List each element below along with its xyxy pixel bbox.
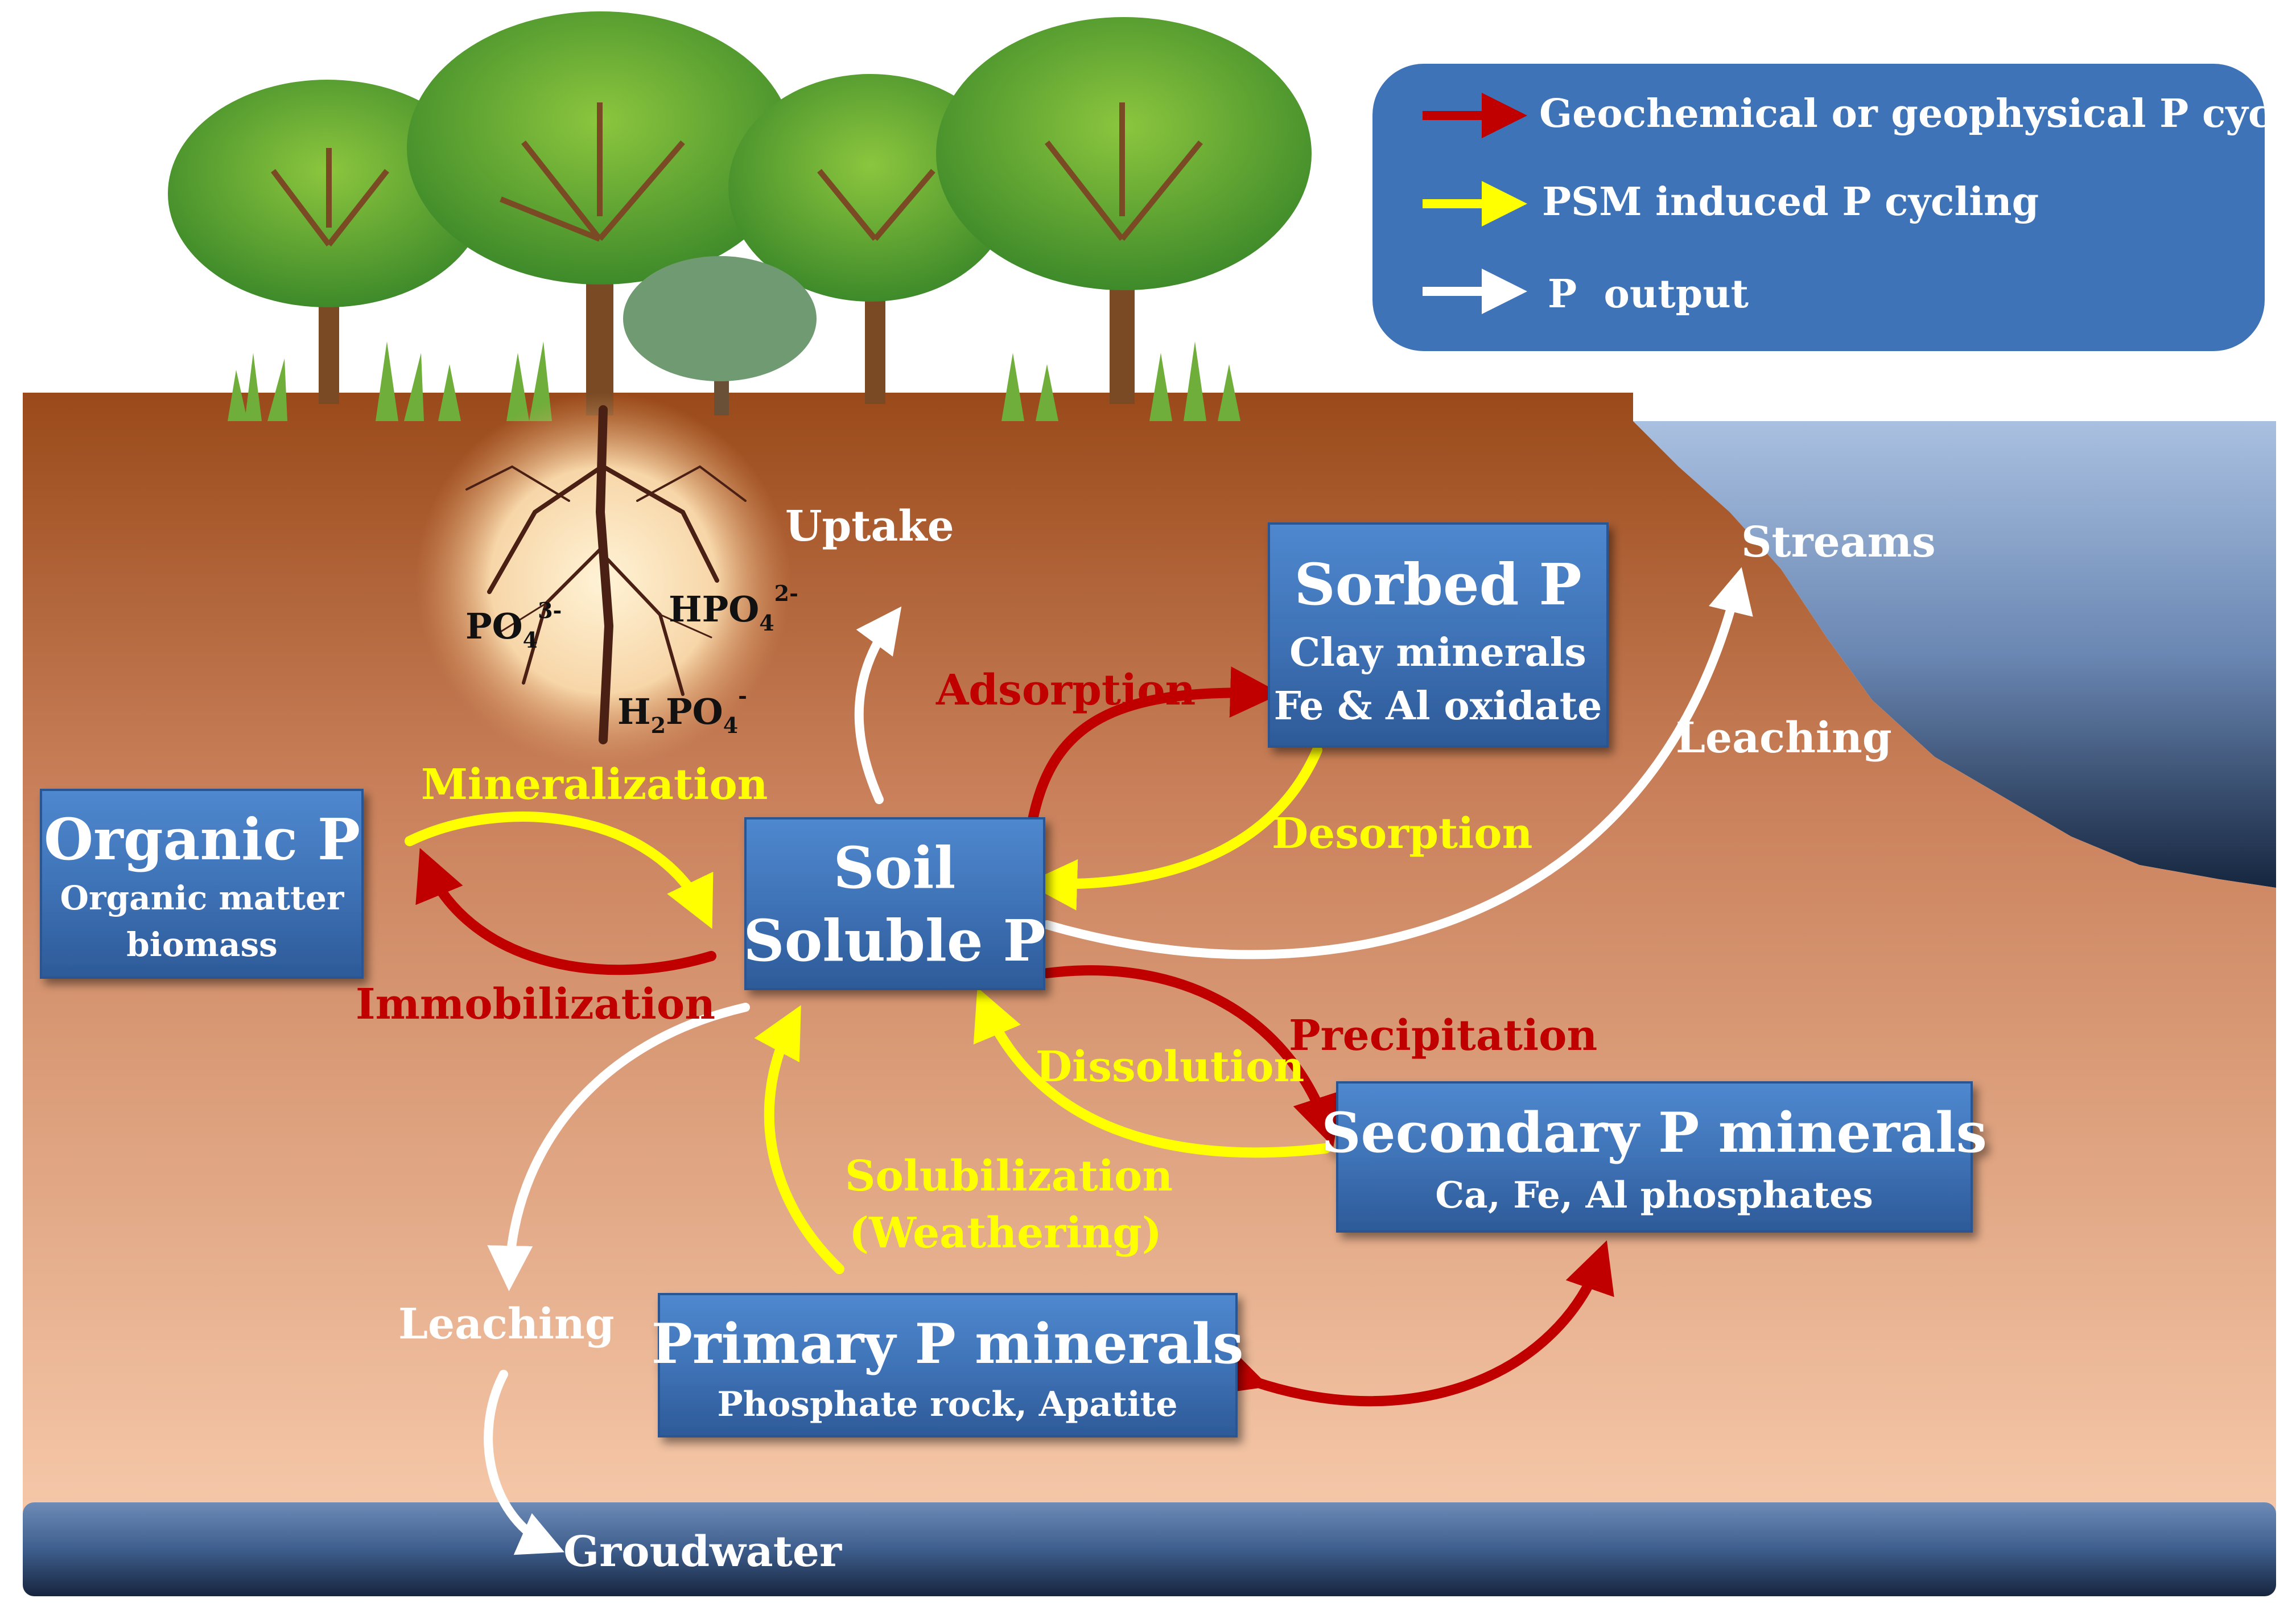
- roots: [465, 405, 747, 744]
- label-streams: Streams: [1741, 518, 1936, 567]
- sorbed-p-line1: Clay minerals: [1289, 630, 1586, 675]
- label-adsorption: Adsorption: [935, 666, 1196, 715]
- sorbed-p-line2: Fe & Al oxidate: [1274, 683, 1602, 729]
- legend-label-geochemical: Geochemical or geophysical P cycling: [1539, 91, 2296, 137]
- organic-p-line2: biomass: [126, 925, 278, 964]
- label-immobilization: Immobilization: [356, 980, 715, 1029]
- legend-panel: [1372, 64, 2265, 351]
- ion-po4: PO43-: [465, 598, 562, 653]
- ion-h2po4: H2PO4-: [617, 683, 747, 738]
- organic-p-line1: Organic matter: [60, 879, 345, 917]
- soluble-p-title2: Soluble P: [743, 907, 1045, 974]
- arrow-adsorption: [1028, 666, 1281, 825]
- box-organic-p: Organic P Organic matter biomass: [40, 789, 364, 979]
- arrow-precipitation: [1042, 965, 1342, 1147]
- label-uptake: Uptake: [785, 502, 954, 551]
- box-primary-p-minerals: Primary P minerals Phosphate rock, Apati…: [652, 1293, 1244, 1437]
- arrows: [405, 567, 1753, 1555]
- label-desorption: Desorption: [1272, 809, 1532, 858]
- arrow-desorption: [1026, 745, 1322, 911]
- box-soil-soluble-p: Soil Soluble P: [743, 817, 1046, 990]
- box-secondary-p-minerals: Secondary P minerals Ca, Fe, Al phosphat…: [1321, 1081, 1987, 1233]
- label-precipitation: Precipitation: [1289, 1011, 1597, 1060]
- organic-p-title: Organic P: [44, 806, 360, 873]
- sorbed-p-title: Sorbed P: [1294, 551, 1581, 618]
- label-weathering: (Weathering): [849, 1209, 1162, 1258]
- arrow-mineralization: [405, 812, 714, 929]
- primary-p-line1: Phosphate rock, Apatite: [717, 1385, 1177, 1424]
- label-groundwater: Groudwater: [563, 1527, 842, 1576]
- arrow-solubilization: [754, 1005, 844, 1274]
- arrow-groundwater: [484, 1370, 564, 1555]
- box-sorbed-p: Sorbed P Clay minerals Fe & Al oxidate: [1268, 522, 1609, 748]
- arrow-uptake: [854, 606, 902, 804]
- secondary-p-title: Secondary P minerals: [1321, 1101, 1987, 1165]
- label-solubilization: Solubilization: [845, 1152, 1173, 1201]
- legend-label-psm: PSM induced P cycling: [1542, 179, 2039, 225]
- label-dissolution: Dissolution: [1036, 1043, 1304, 1091]
- legend-label-output: P output: [1548, 271, 1749, 317]
- legend: Geochemical or geophysical P cycling PSM…: [1372, 64, 2296, 351]
- label-mineralization: Mineralization: [421, 760, 768, 809]
- arrow-leaching-streams: [1042, 567, 1753, 959]
- groundwater-band: [23, 1502, 2276, 1596]
- arrow-immobilization: [415, 848, 716, 975]
- ion-hpo4: HPO42-: [669, 580, 798, 636]
- primary-p-title: Primary P minerals: [652, 1312, 1244, 1376]
- trees: [168, 11, 1312, 421]
- stream-water: [1633, 421, 2276, 888]
- arrow-primary-secondary: [1212, 1240, 1614, 1407]
- label-leaching-left: Leaching: [398, 1300, 615, 1349]
- label-leaching-right: Leaching: [1676, 714, 1892, 763]
- arrow-dissolution: [973, 987, 1331, 1158]
- arrow-leaching-down: [487, 1003, 750, 1291]
- secondary-p-line1: Ca, Fe, Al phosphates: [1435, 1174, 1873, 1217]
- soluble-p-title1: Soil: [834, 834, 956, 901]
